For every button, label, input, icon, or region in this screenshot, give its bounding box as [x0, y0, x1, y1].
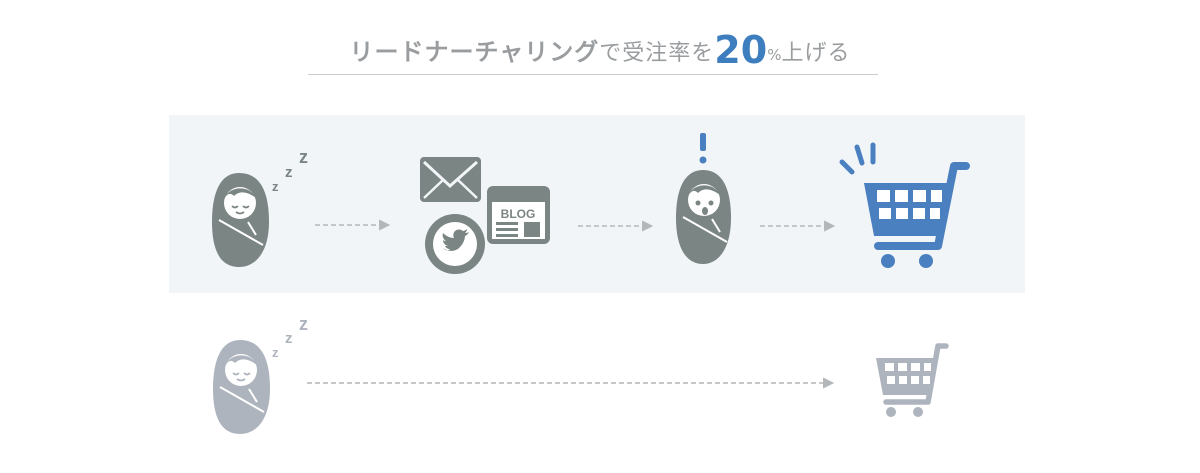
shopping-cart-icon — [876, 343, 949, 417]
svg-text:z: z — [272, 345, 279, 360]
surprised-baby-icon — [676, 170, 731, 264]
sleeping-baby-icon — [212, 173, 269, 267]
blog-icon: BLOG — [487, 186, 550, 244]
title-unit: % — [767, 46, 782, 64]
shopping-cart-icon — [839, 142, 970, 268]
svg-text:BLOG: BLOG — [501, 207, 536, 221]
title-part2: で受注率を — [599, 41, 715, 66]
title-divider — [308, 74, 878, 75]
svg-text:z: z — [299, 147, 308, 167]
svg-text:z: z — [272, 179, 279, 194]
alert-icon — [699, 133, 707, 164]
title-part3: 上げる — [781, 41, 851, 66]
mail-icon — [420, 157, 481, 202]
twitter-icon — [425, 214, 485, 274]
title-part1: リードナーチャリング — [349, 38, 600, 66]
zzz-icon: z z z — [272, 147, 308, 194]
zzz-icon: z z z — [272, 314, 308, 360]
page-title: リードナーチャリングで受注率を20%上げる — [0, 28, 1200, 72]
sleeping-baby-icon — [213, 340, 270, 434]
svg-text:z: z — [285, 164, 293, 181]
svg-text:z: z — [285, 330, 293, 347]
title-number: 20 — [714, 28, 768, 72]
svg-text:z: z — [299, 314, 308, 334]
